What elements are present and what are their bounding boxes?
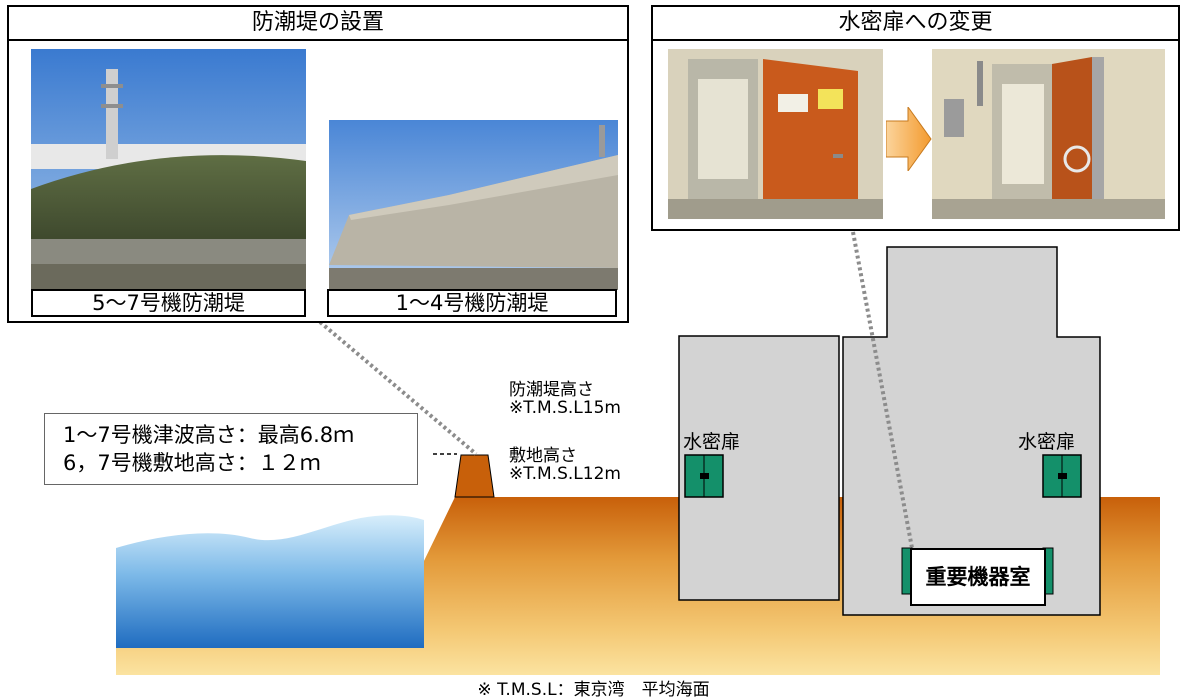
sea bbox=[116, 515, 424, 648]
seawall-height-value: ※T.M.S.L15m bbox=[509, 398, 621, 418]
footnote: ※ T.M.S.L：東京湾 平均海面 bbox=[477, 680, 710, 700]
site-height-value: ※T.M.S.L12m bbox=[509, 464, 621, 484]
seawall-photo-5-7-label: 5〜7号機防潮堤 bbox=[31, 289, 306, 317]
seawall-photo-1-4 bbox=[329, 120, 618, 290]
seawall-panel: 防潮堤の設置 5〜7号機防潮堤 1〜4号機 bbox=[7, 5, 629, 323]
door-label-left: 水密扉 bbox=[683, 431, 741, 453]
watertight-door-right bbox=[1042, 454, 1082, 498]
watertight-door-left bbox=[684, 454, 724, 498]
tsunami-height-text: 1〜7号機津波高さ：最高6.8ｍ bbox=[63, 423, 355, 447]
change-arrow bbox=[886, 107, 932, 171]
door-panel-title: 水密扉への変更 bbox=[653, 7, 1178, 41]
seawall-height-label: 防潮堤高さ bbox=[509, 380, 594, 400]
seawall-panel-title: 防潮堤の設置 bbox=[9, 7, 627, 41]
site-height-text: 6，7号機敷地高さ：１２ｍ bbox=[63, 451, 321, 475]
seawall-photo-1-4-label: 1〜4号機防潮堤 bbox=[327, 289, 617, 317]
seawall-shape bbox=[454, 454, 495, 498]
door-photo-after bbox=[932, 49, 1165, 219]
site-height-label: 敷地高さ bbox=[509, 446, 577, 466]
leader-line-seawall bbox=[318, 320, 478, 456]
door-label-right: 水密扉 bbox=[1018, 431, 1076, 453]
important-equipment-room: 重要機器室 bbox=[910, 548, 1046, 606]
door-panel: 水密扉への変更 bbox=[651, 5, 1180, 231]
door-photo-before bbox=[668, 49, 883, 219]
tsunami-info-box: 1〜7号機津波高さ：最高6.8ｍ 6，7号機敷地高さ：１２ｍ bbox=[44, 413, 418, 485]
seawall-photo-5-7 bbox=[31, 49, 306, 290]
